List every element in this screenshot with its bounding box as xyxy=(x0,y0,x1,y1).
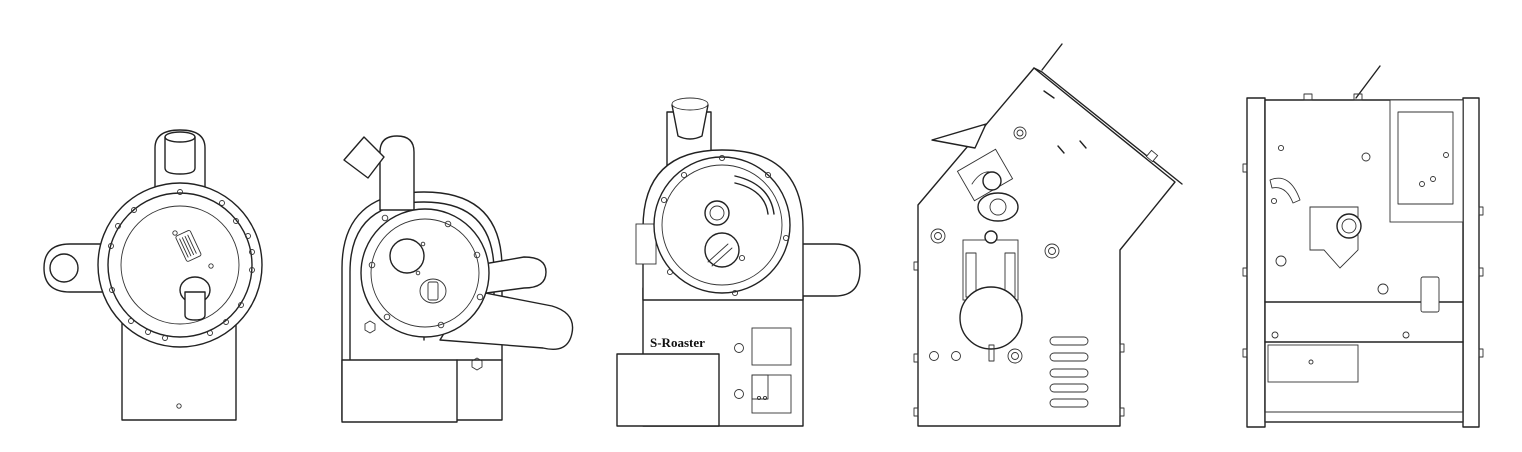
drum-flange xyxy=(97,182,263,348)
perspective-view: S-Roaster xyxy=(616,97,861,427)
drum-face xyxy=(107,192,253,338)
probe-knob xyxy=(982,171,1002,191)
chimney-pipe xyxy=(379,135,415,211)
top-edge xyxy=(1033,67,1183,185)
sample-port xyxy=(419,278,447,304)
right-side-view xyxy=(1242,65,1484,428)
cooling-arm xyxy=(789,243,861,297)
indicator-knob xyxy=(734,389,744,399)
hopper-plate xyxy=(931,123,987,149)
hopper-funnel xyxy=(343,136,385,179)
base-cabinet xyxy=(341,359,458,423)
drawer xyxy=(1267,344,1359,383)
rod xyxy=(1355,65,1381,99)
body-inner-edge xyxy=(349,201,495,421)
arm-end-port xyxy=(49,253,79,283)
slot-arc xyxy=(734,175,775,215)
front-panel xyxy=(616,353,720,427)
three-quarter-view xyxy=(341,135,574,423)
indicator-knob xyxy=(734,343,744,353)
hex-bolt xyxy=(364,320,376,334)
label-plate xyxy=(1420,276,1440,313)
drum-inner-ring xyxy=(120,205,240,325)
drum-face xyxy=(653,156,791,294)
curved-lever xyxy=(1269,177,1301,204)
flange-bolts xyxy=(108,189,255,341)
chimney-collar xyxy=(164,136,196,175)
sight-glass xyxy=(175,230,202,262)
chimney-opening xyxy=(164,131,196,143)
side-latch xyxy=(635,223,657,265)
drum-window xyxy=(389,238,425,274)
left-frame-post xyxy=(1246,97,1266,428)
front-view xyxy=(43,129,263,421)
bearing-mount xyxy=(977,192,1019,222)
cabinet-screw xyxy=(176,403,182,409)
sample-tube xyxy=(184,291,206,321)
control-panel-upper xyxy=(751,327,792,366)
access-hatch xyxy=(1389,99,1464,223)
rod xyxy=(1041,43,1063,71)
drum-inner-ring xyxy=(370,218,480,328)
sight-window xyxy=(704,200,730,226)
hatch-window xyxy=(1397,111,1454,205)
control-panel-lower xyxy=(751,374,792,414)
drum-bolts xyxy=(368,214,484,329)
drum-bolts xyxy=(660,154,790,297)
drum-inner-ring xyxy=(661,164,783,286)
right-frame-post xyxy=(1462,97,1480,428)
motor-housing xyxy=(959,286,1023,350)
brand-label: S-Roaster xyxy=(650,335,705,350)
left-side-view xyxy=(913,43,1183,427)
vent-slots xyxy=(1049,336,1089,408)
drum-face xyxy=(360,208,490,338)
cable-connector xyxy=(1336,213,1362,239)
hex-bolt xyxy=(471,357,483,371)
